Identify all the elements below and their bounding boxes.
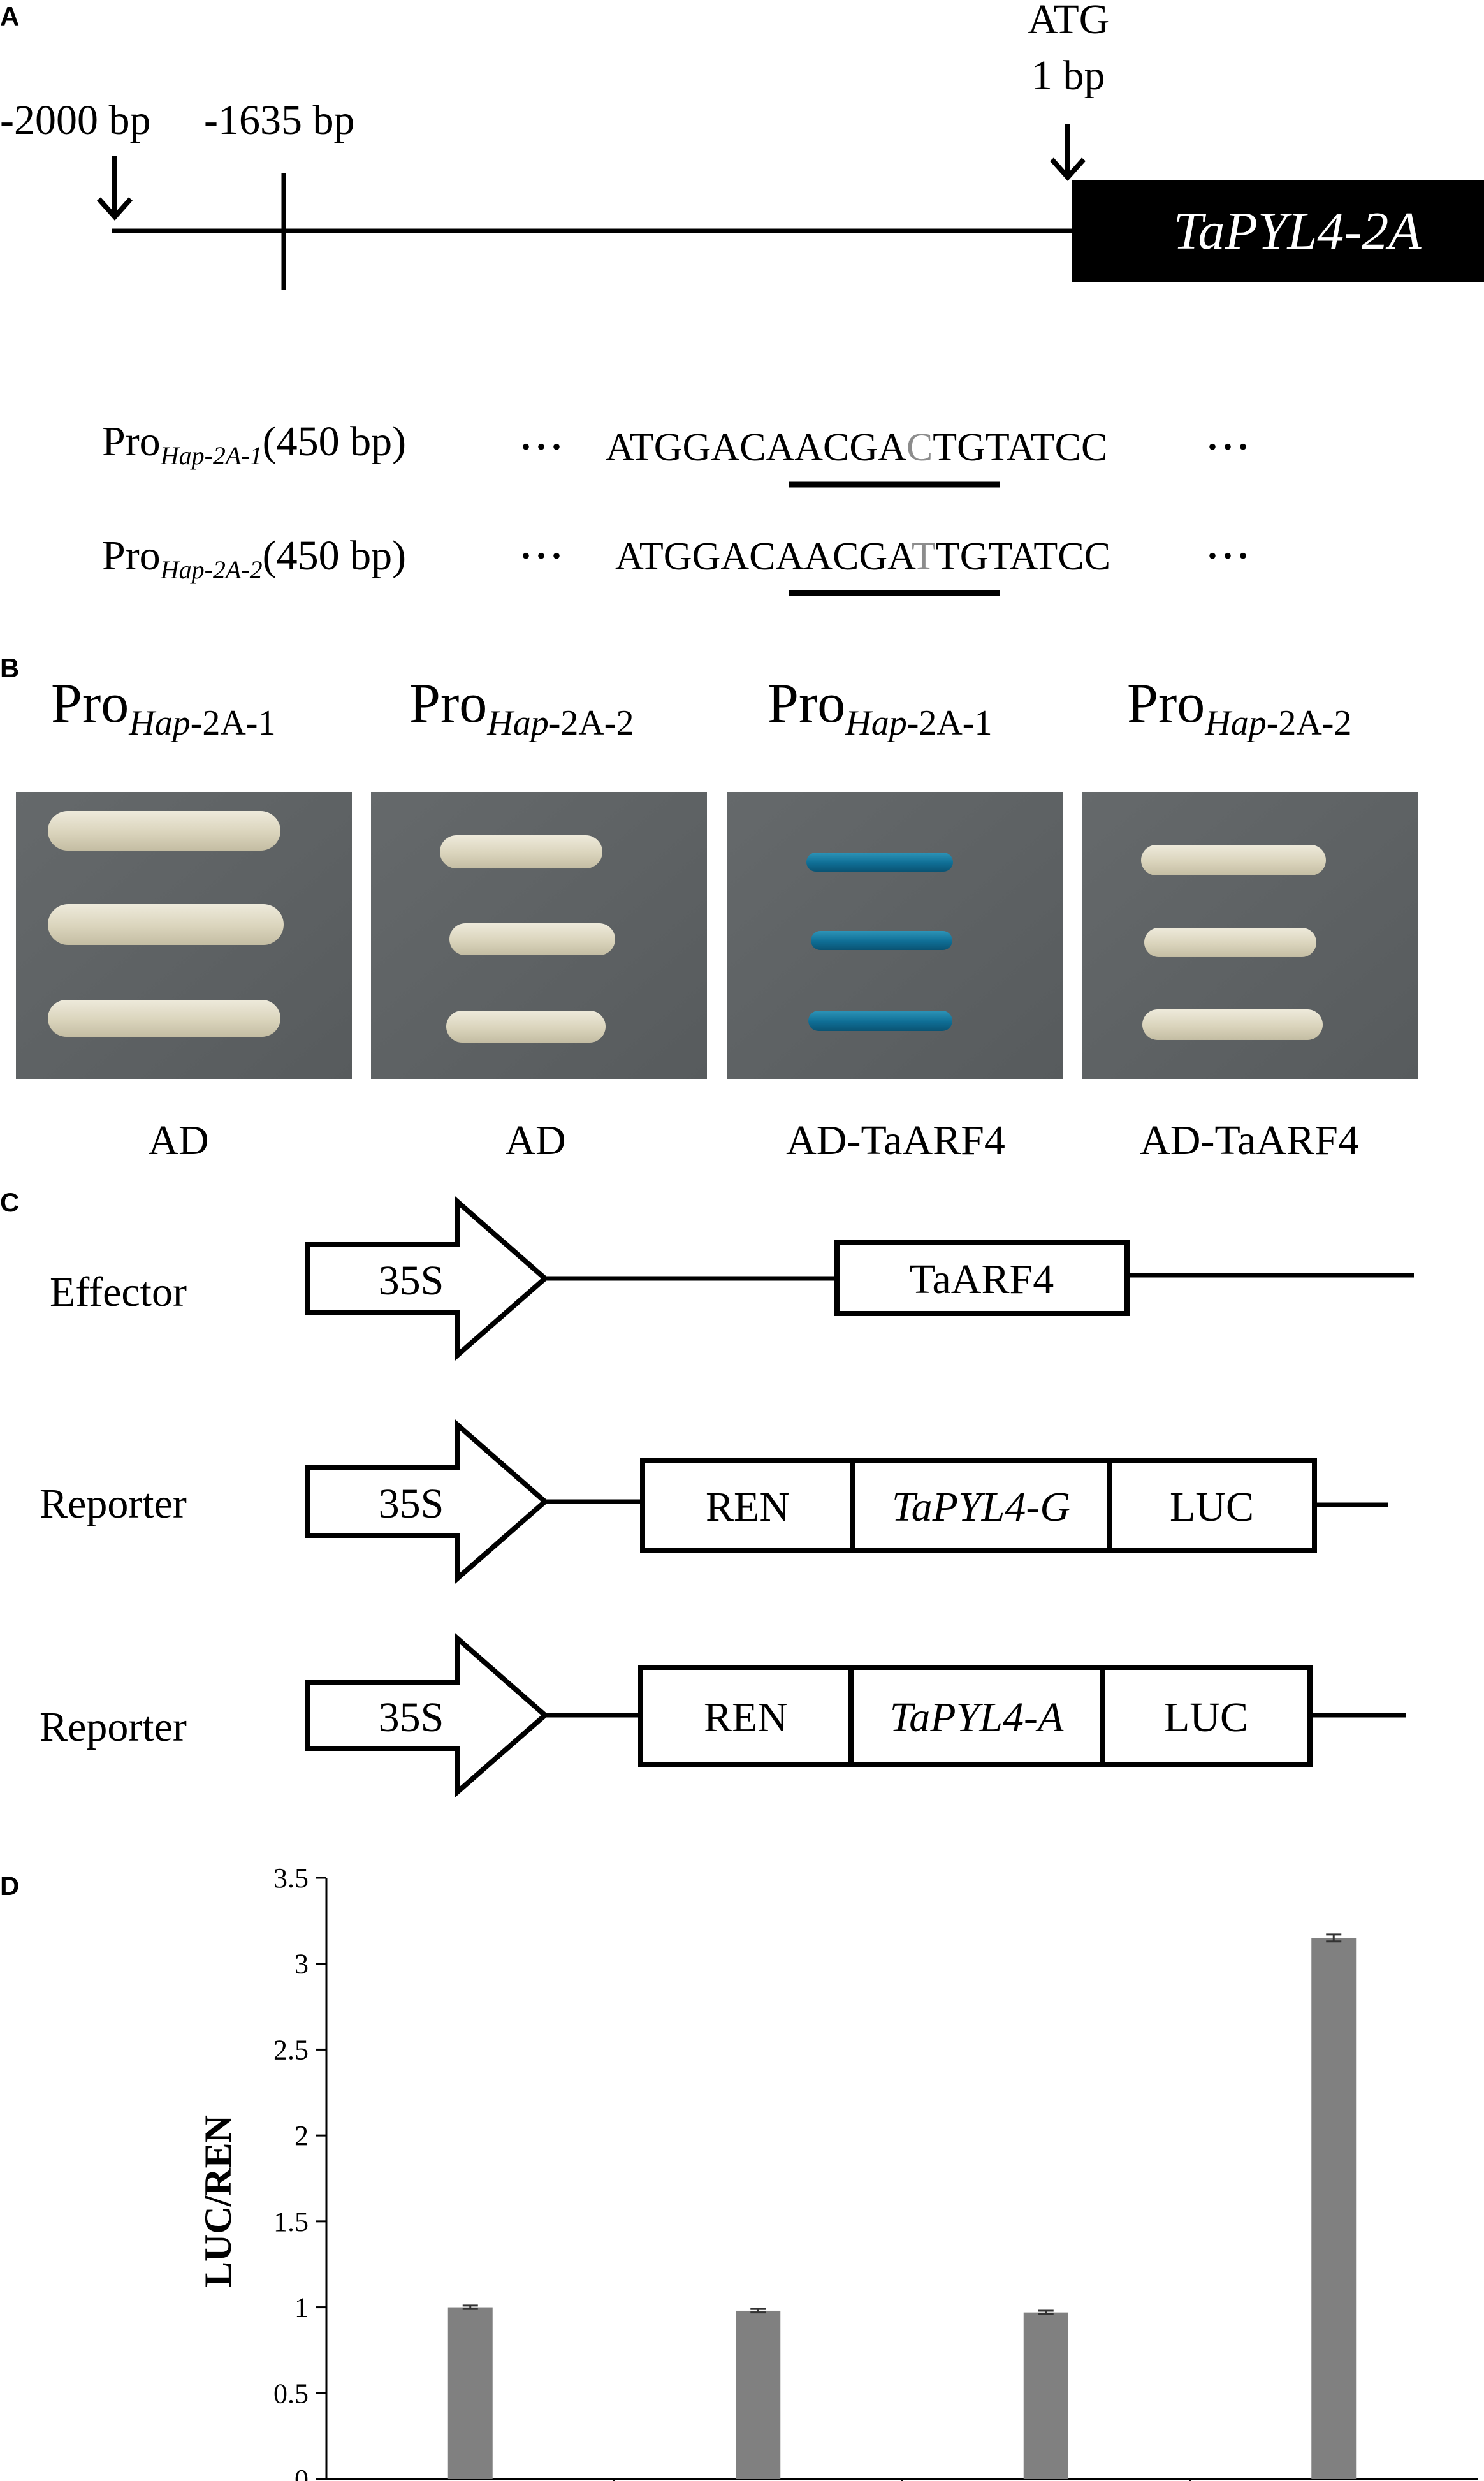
hap1-seq-post: TGTATCC <box>933 426 1107 469</box>
hap1-seq-pre: ATGGACAACGA <box>606 426 906 469</box>
hap1-dots-right: • • • <box>1208 432 1248 461</box>
hap2-dots-left: • • • <box>521 541 561 570</box>
panel-d-letter: D <box>0 1871 19 1901</box>
reporter1-luc-box <box>1107 1458 1317 1553</box>
reporter1-promoter: 35S <box>379 1481 444 1527</box>
yeast-streak <box>1144 928 1316 957</box>
y-tick-label: 0 <box>295 2464 309 2481</box>
plate-label: ProHap-2A-2 <box>409 673 634 743</box>
panel-b-letter: B <box>0 653 19 683</box>
hap2-length: (450 bp) <box>263 532 406 579</box>
yeast-plate <box>16 792 352 1079</box>
yeast-streak <box>449 923 615 955</box>
plate-label: ProHap-2A-1 <box>51 673 275 743</box>
plate-caption: AD <box>148 1117 208 1164</box>
plate-caption: AD-TaARF4 <box>786 1117 1005 1164</box>
yeast-plate <box>1082 792 1418 1079</box>
reporter1-gene-box <box>850 1458 1112 1553</box>
hap1-label: ProHap-2A-1(450 bp) <box>102 418 406 470</box>
atg-label: ATG <box>1028 0 1109 43</box>
reporter1-label: Reporter <box>40 1481 187 1527</box>
yeast-streak <box>446 1011 606 1043</box>
bar <box>1023 2312 1068 2479</box>
bar <box>1311 1938 1357 2479</box>
bar <box>447 2307 493 2479</box>
reporter2-luc-box <box>1100 1665 1313 1767</box>
hap2-dots-right: • • • <box>1208 541 1248 570</box>
reporter2-gene-box <box>848 1665 1105 1767</box>
bar <box>736 2310 781 2479</box>
y-axis-label: LUC/REN <box>197 2115 239 2287</box>
yeast-streak <box>1142 1009 1323 1040</box>
reporter2-label: Reporter <box>40 1704 187 1750</box>
yeast-streak <box>48 904 284 945</box>
hap1-sequence: ATGGACAACGACTGTATCC <box>606 426 1107 469</box>
y-tick-label: 1.5 <box>273 2206 309 2237</box>
hap2-label: ProHap-2A-2(450 bp) <box>102 532 406 584</box>
y-tick-label: 1 <box>295 2292 309 2324</box>
effector-label: Effector <box>50 1269 187 1315</box>
hap2-sequence: ATGGACAACGATTGTATCC <box>615 535 1110 578</box>
promoter-arrow-icon <box>305 1196 549 1361</box>
y-tick-label: 3.5 <box>273 1863 309 1894</box>
plate-caption: AD <box>505 1117 565 1164</box>
yeast-streak <box>808 1011 952 1031</box>
yeast-streak <box>48 811 280 851</box>
y-tick-label: 2.5 <box>273 2034 309 2065</box>
atg-position: 1 bp <box>1031 52 1105 99</box>
y-tick-label: 0.5 <box>273 2378 309 2409</box>
hap2-snp: T <box>912 535 936 578</box>
hap2-prefix: Pro <box>102 532 161 579</box>
yeast-plate <box>727 792 1063 1079</box>
position-minus-1635: -1635 bp <box>204 97 354 143</box>
reporter2-promoter: 35S <box>379 1694 444 1741</box>
plate-label: ProHap-2A-1 <box>767 673 992 743</box>
hap2-seq-post: TGTATCC <box>936 535 1110 578</box>
plate-labels: ProHap-2A-1 ProHap-2A-2 ProHap-2A-1 ProH… <box>51 673 1351 743</box>
hap2-seq-pre: ATGGACAACGA <box>615 535 916 578</box>
reporter2-ren-box <box>638 1665 854 1767</box>
yeast-plate <box>371 792 707 1079</box>
plate-caption: AD-TaARF4 <box>1140 1117 1359 1164</box>
reporter1-ren: REN <box>706 1484 790 1530</box>
y-tick-label: 2 <box>295 2120 309 2151</box>
yeast-streak <box>1141 845 1326 875</box>
reporter1-gene: TaPYL4-G <box>892 1484 1070 1530</box>
plate-label: ProHap-2A-2 <box>1127 673 1351 743</box>
gene-name: TaPYL4-2A <box>1173 201 1422 261</box>
effector-gene: TaARF4 <box>910 1256 1054 1303</box>
effector-gene-box <box>834 1240 1130 1316</box>
reporter2-gene: TaPYL4-A <box>890 1694 1064 1741</box>
arrow-down-icon <box>97 156 133 221</box>
arrow-down-icon <box>1050 124 1086 182</box>
position-minus-2000: -2000 bp <box>0 97 150 143</box>
yeast-streak <box>806 853 953 872</box>
gene-box <box>1072 180 1484 282</box>
panel-c-letter: C <box>0 1187 19 1217</box>
reporter2-ren: REN <box>704 1694 788 1741</box>
yeast-streak <box>811 931 952 950</box>
hap1-length: (450 bp) <box>263 418 406 465</box>
hap1-subscript: Hap-2A-1 <box>160 441 263 470</box>
reporter1-ren-box <box>640 1458 855 1553</box>
reporter2-luc: LUC <box>1164 1694 1248 1741</box>
hap2-subscript: Hap-2A-2 <box>160 555 263 584</box>
chart-plot: 0 0.5 1 1.5 2 2.5 3 3.5 <box>273 1863 1478 2481</box>
hap1-prefix: Pro <box>102 418 161 465</box>
yeast-streak <box>440 835 602 868</box>
promoter-arrow-icon <box>305 1633 549 1797</box>
reporter1-luc: LUC <box>1170 1484 1254 1530</box>
panel-a-letter: A <box>0 1 19 31</box>
hap1-dots-left: • • • <box>521 432 561 461</box>
y-tick-label: 3 <box>295 1949 309 1980</box>
hap1-snp: C <box>906 426 933 469</box>
effector-promoter: 35S <box>379 1257 444 1304</box>
yeast-streak <box>48 1000 280 1037</box>
promoter-arrow-icon <box>305 1419 549 1584</box>
